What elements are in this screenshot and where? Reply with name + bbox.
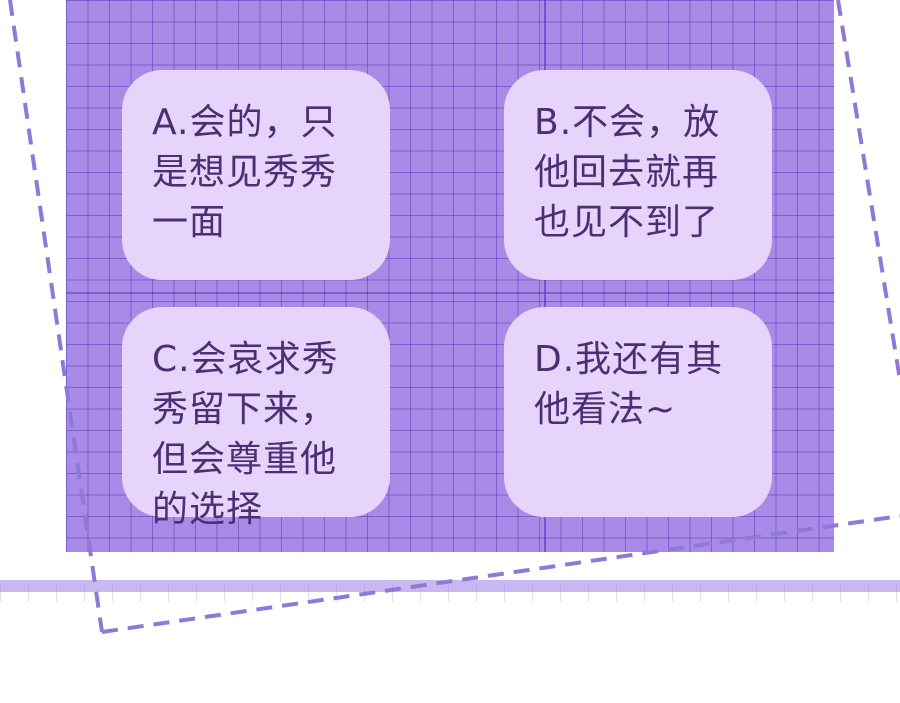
option-c-label: C.会哀求秀秀留下来，但会尊重他的选择	[152, 339, 339, 530]
option-b-label: B.不会，放他回去就再也见不到了	[534, 102, 721, 243]
grid-axis-horizontal	[66, 292, 834, 294]
option-a-label: A.会的，只是想见秀秀一面	[152, 102, 338, 243]
option-d-label: D.我还有其他看法~	[534, 339, 724, 430]
option-c-card[interactable]: C.会哀求秀秀留下来，但会尊重他的选择	[122, 307, 390, 530]
option-b-card[interactable]: B.不会，放他回去就再也见不到了	[504, 70, 772, 280]
option-a-card[interactable]: A.会的，只是想见秀秀一面	[122, 70, 390, 280]
option-d-card[interactable]: D.我还有其他看法~	[504, 307, 772, 517]
band-grid	[0, 584, 900, 602]
